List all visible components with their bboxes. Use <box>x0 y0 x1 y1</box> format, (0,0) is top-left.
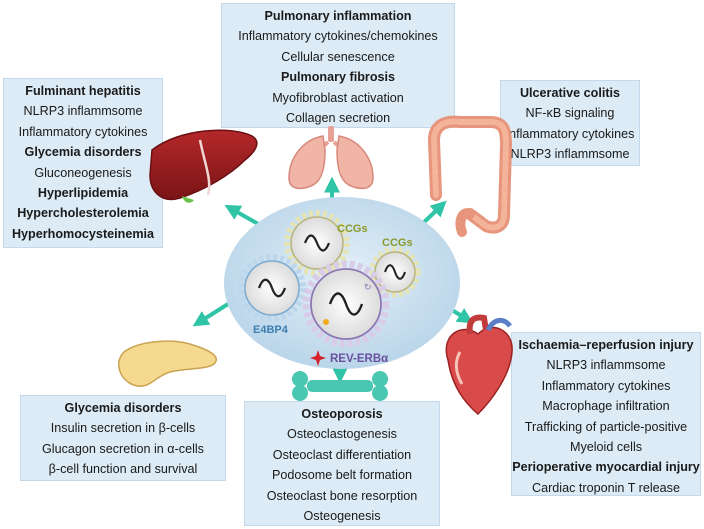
pancreas-icon <box>118 340 217 387</box>
reverb-label: REV-ERBα <box>330 353 388 365</box>
pulmonary-line-4: Myofibroblast activation <box>272 90 404 105</box>
colitis-line-0: Ulcerative colitis <box>519 86 621 100</box>
bone-icon <box>292 371 388 401</box>
hepatitis-line-0: Fulminant hepatitis <box>25 84 141 98</box>
ligand-icon <box>323 319 329 325</box>
gear-icon <box>369 246 421 298</box>
ccgs-right-label: CCGs <box>382 237 413 249</box>
colitis-line-3: NLRP3 inflammsome <box>510 147 630 162</box>
hepatitis-line-2: Inflammatory cytokines <box>18 124 148 139</box>
colitis-line-1: NF-κB signaling <box>525 106 615 121</box>
gear-icon <box>238 254 306 322</box>
pancreas-line-3: β-cell function and survival <box>48 462 198 477</box>
arrow-to-pancreas <box>192 302 230 327</box>
pulmonary-line-5: Collagen secretion <box>285 111 391 126</box>
heart-line-0: Ischaemia–reperfusion injury <box>518 338 694 352</box>
hepatitis-line-6: Hypercholesterolemia <box>17 206 149 221</box>
sine-wave-icon <box>257 278 287 298</box>
pulmonary-line-2: Cellular senescence <box>281 49 395 64</box>
bone-line-2: Osteoclast differentiation <box>272 447 412 462</box>
hepatitis-line-7: Hyperhomocysteinemia <box>11 226 155 241</box>
hepatitis-line-4: Gluconeogenesis <box>34 165 132 180</box>
colon-icon <box>427 115 513 237</box>
pulmonary-line-1: Inflammatory cytokines/chemokines <box>238 29 438 44</box>
heart-line-4: Trafficking of particle-positive <box>524 419 688 434</box>
ccgs-left-label: CCGs <box>337 223 368 235</box>
gear-icon <box>284 210 350 276</box>
hepatitis-line-3: Glycemia disorders <box>24 145 142 160</box>
heart-icon <box>445 314 513 416</box>
heart-line-6: Perioperative myocardial injury <box>512 460 700 475</box>
heart-line-3: Macrophage infiltration <box>542 399 670 414</box>
heart-line-5: Myeloid cells <box>569 440 643 455</box>
sine-wave-icon <box>384 264 406 280</box>
e4bp4-label: E4BP4 <box>253 324 289 336</box>
heart-line-2: Inflammatory cytokines <box>541 378 671 393</box>
bone-line-1: Osteoclastogenesis <box>287 427 397 442</box>
hepatitis-line-5: Hyperlipidemia <box>37 186 129 201</box>
lungs-icon <box>288 126 374 190</box>
heart-line-1: NLRP3 inflammsome <box>546 358 666 373</box>
gear-icon: ↻ <box>302 260 390 348</box>
pancreas-line-2: Glucagon secretion in α-cells <box>42 441 204 456</box>
pulmonary-line-3: Pulmonary fibrosis <box>280 70 396 85</box>
sine-wave-icon <box>328 292 364 316</box>
bone-line-0: Osteoporosis <box>301 407 383 421</box>
hepatitis-line-1: NLRP3 inflammsome <box>23 104 143 119</box>
pancreas-line-0: Glycemia disorders <box>64 401 182 415</box>
pancreas-line-1: Insulin secretion in β-cells <box>50 421 196 436</box>
liver-icon <box>149 129 258 203</box>
sine-wave-icon <box>303 234 331 252</box>
bone-line-3: Podosome belt formation <box>271 468 412 483</box>
colitis-line-2: Inflammatory cytokines <box>505 126 635 141</box>
pulmonary-line-0: Pulmonary inflammation <box>264 9 412 23</box>
star-icon <box>310 350 326 366</box>
bone-line-4: Osteoclast bone resorption <box>266 488 418 503</box>
heart-line-7: Cardiac troponin T release <box>532 480 680 495</box>
bone-line-5: Osteogenesis <box>303 509 381 524</box>
svg-text:↻: ↻ <box>364 282 372 292</box>
arrow-to-liver <box>224 204 261 227</box>
